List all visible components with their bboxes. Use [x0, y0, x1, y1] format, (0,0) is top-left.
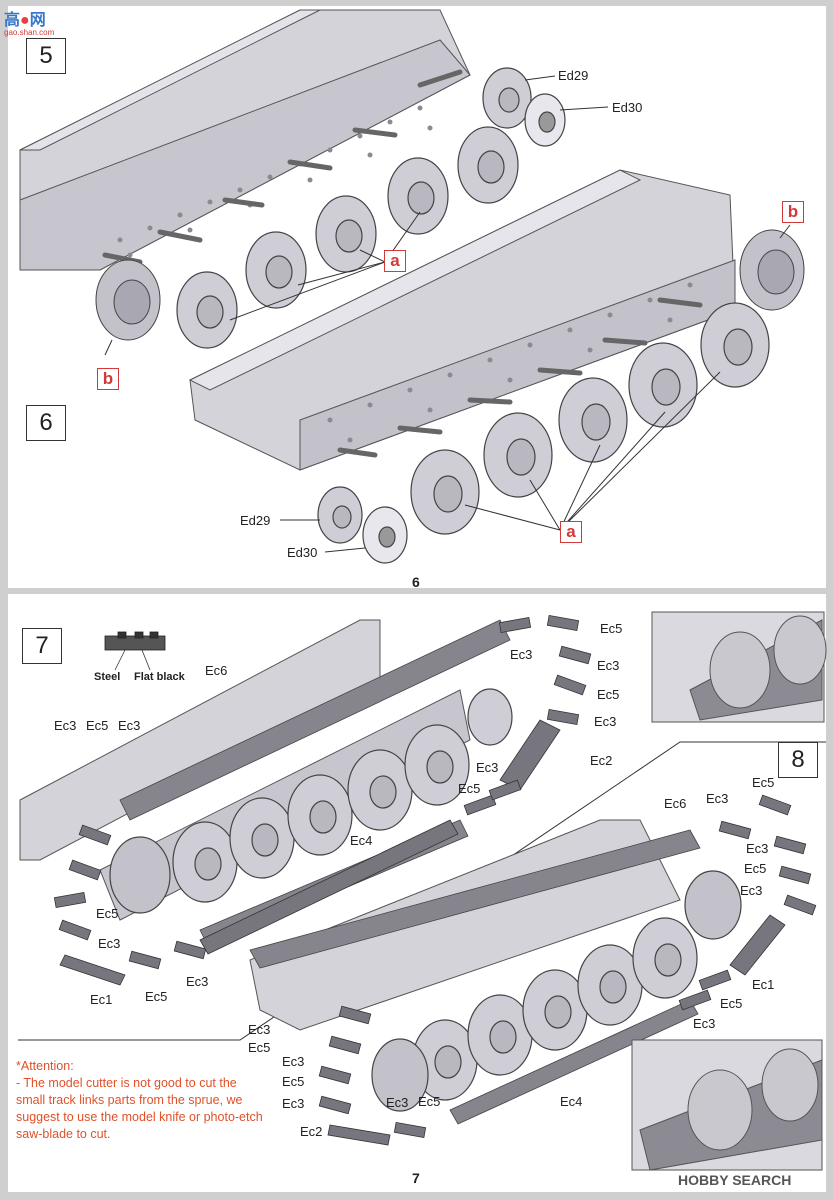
road-wheels-step8: [371, 870, 742, 1112]
loose-track-links-step8: [318, 794, 817, 1146]
page-number-7: 7: [412, 1170, 420, 1186]
part-label-ed29: Ed29: [240, 513, 271, 528]
part-label-ec5: Ec5: [720, 996, 743, 1011]
part-label-ec3: Ec3: [740, 883, 763, 898]
track-run-step7-upper: [119, 619, 511, 821]
detail-inset-top: [651, 611, 827, 723]
attention-title: *Attention:: [16, 1059, 74, 1073]
watermark-dot: ●: [20, 12, 30, 29]
part-label-ec4: Ec4: [560, 1094, 583, 1109]
sprocket-step5: [95, 259, 161, 341]
marker-b: b: [97, 368, 119, 390]
part-label-ec1: Ec1: [90, 992, 113, 1007]
part-label-ec3: Ec3: [98, 936, 121, 951]
step-8-box: 8: [778, 742, 818, 778]
part-label-ec5: Ec5: [248, 1040, 271, 1055]
part-label-ec6: Ec6: [664, 796, 687, 811]
part-label-ec3: Ec3: [282, 1096, 305, 1111]
watermark-name: 网: [29, 12, 46, 29]
part-label-ec3: Ec3: [118, 718, 141, 733]
part-label-ec3: Ec3: [476, 760, 499, 775]
part-label-ed29: Ed29: [558, 68, 589, 83]
part-label-ec3: Ec3: [693, 1016, 716, 1031]
road-wheels-step5: [176, 67, 566, 349]
marker-a: a: [384, 250, 406, 272]
part-label-ec3: Ec3: [186, 974, 209, 989]
site-watermark-top: 高●网 gao.shan.com: [4, 6, 54, 37]
detail-inset-bottom: [631, 1039, 823, 1171]
part-label-ec5: Ec5: [752, 775, 775, 790]
watermark-logo: 高: [4, 12, 21, 29]
hull-step6: [188, 169, 736, 471]
marker-b: b: [782, 201, 804, 223]
part-label-ec2: Ec2: [590, 753, 613, 768]
legend-flat-black: Flat black: [134, 671, 185, 683]
step-5-box: 5: [26, 38, 66, 74]
part-label-ec3: Ec3: [597, 658, 620, 673]
part-label-ec5: Ec5: [282, 1074, 305, 1089]
part-label-ec4: Ec4: [350, 833, 373, 848]
part-label-ec5: Ec5: [597, 687, 620, 702]
part-label-ec3: Ec3: [248, 1022, 271, 1037]
part-label-ec5: Ec5: [418, 1094, 441, 1109]
attention-note: *Attention: - The model cutter is not go…: [16, 1058, 266, 1143]
part-label-ec5: Ec5: [145, 989, 168, 1004]
hobby-search-watermark: HOBBY SEARCH: [678, 1172, 792, 1188]
part-label-ec2: Ec2: [300, 1124, 323, 1139]
road-wheels-step7: [109, 688, 513, 914]
part-label-ec3: Ec3: [746, 841, 769, 856]
part-label-ec5: Ec5: [86, 718, 109, 733]
part-label-ed30: Ed30: [612, 100, 643, 115]
road-wheels-step6: [317, 302, 770, 564]
attention-body: - The model cutter is not good to cut th…: [16, 1076, 263, 1141]
loose-track-links-step7: [53, 615, 592, 986]
part-label-ec3: Ec3: [282, 1054, 305, 1069]
track-run-step8-upper: [249, 829, 701, 969]
step-6-box: 6: [26, 405, 66, 441]
legend-steel: Steel: [94, 671, 121, 683]
sprocket-step6: [739, 229, 805, 311]
part-label-ec3: Ec3: [594, 714, 617, 729]
part-label-ed30: Ed30: [287, 545, 318, 560]
part-label-ec5: Ec5: [744, 861, 767, 876]
legend-track-icon: [104, 631, 166, 651]
part-label-ec5: Ec5: [600, 621, 623, 636]
part-label-ec1: Ec1: [752, 977, 775, 992]
part-label-ec5: Ec5: [96, 906, 119, 921]
hull-step5: [19, 9, 471, 271]
watermark-url: gao.shan.com: [4, 28, 55, 37]
page-number-6: 6: [412, 574, 420, 590]
step-7-box: 7: [22, 628, 62, 664]
part-label-ec5: Ec5: [458, 781, 481, 796]
track-run-step8-lower: [449, 999, 699, 1125]
marker-a: a: [560, 521, 582, 543]
part-label-ec3: Ec3: [706, 791, 729, 806]
part-label-ec3: Ec3: [386, 1095, 409, 1110]
part-label-ec3: Ec3: [54, 718, 77, 733]
part-label-ec3: Ec3: [510, 647, 533, 662]
rivets-step6: [327, 282, 693, 443]
part-label-ec6: Ec6: [205, 663, 228, 678]
